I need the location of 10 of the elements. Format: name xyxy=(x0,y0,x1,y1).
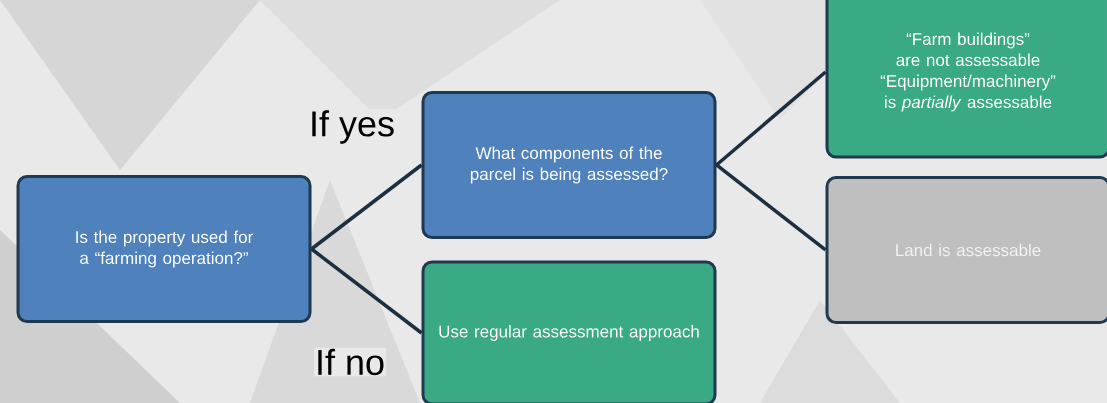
connector-line xyxy=(310,247,423,335)
connector-line xyxy=(715,163,827,252)
outcome-box: Use regular assessment approach xyxy=(421,260,717,403)
edge-label: If yes xyxy=(308,109,397,145)
outcome-box: “Farm buildings” are not assessable “Equipment/machinery” is partially assessable xyxy=(825,0,1107,159)
question-box: What components of the parcel is being assessed? xyxy=(421,91,717,239)
edge-label: If no xyxy=(314,347,387,377)
question-box: Is the property used for a “farming operation?” xyxy=(16,175,312,323)
connector-line xyxy=(715,70,827,167)
connector-line xyxy=(310,163,423,251)
